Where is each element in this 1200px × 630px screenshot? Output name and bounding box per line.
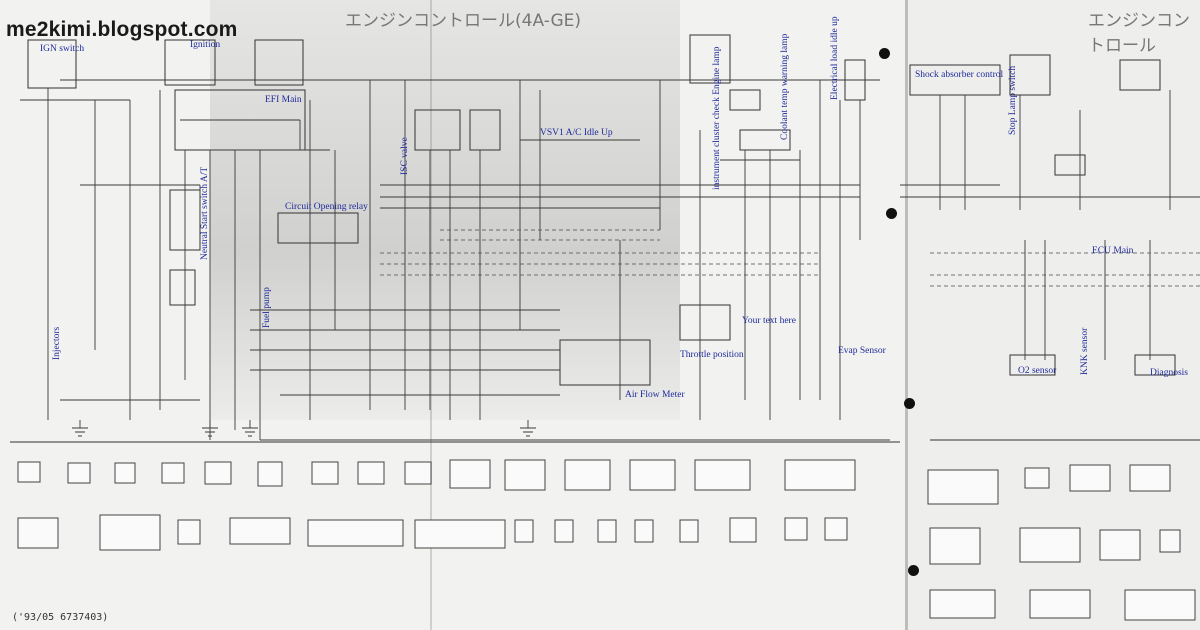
- site-watermark: me2kimi.blogspot.com: [6, 18, 238, 41]
- schematic-sheet-right: [905, 0, 1200, 630]
- label-injectors: Injectors: [52, 326, 62, 360]
- label-your-text: Your text here: [742, 316, 796, 326]
- label-circuit-opening: Circuit Opening relay: [285, 202, 368, 212]
- label-ign-switch: IGN switch: [40, 44, 85, 54]
- label-fuel-pump: Fuel pump: [262, 287, 272, 328]
- connector-icons: [17, 459, 1196, 621]
- binder-hole: [908, 565, 919, 576]
- label-electrical-load: Electrical load idle up: [830, 16, 840, 100]
- paper-fold: [430, 0, 432, 630]
- diagram-title-right: エンジンコントロール: [1088, 11, 1190, 56]
- label-air-flow-meter: Air Flow Meter: [625, 390, 685, 400]
- label-ignition: Ignition: [190, 40, 221, 50]
- paper-fold: [905, 0, 908, 630]
- label-diagnosis: Diagnosis: [1150, 368, 1188, 378]
- binder-hole: [879, 48, 890, 59]
- label-shock-absorber: Shock absorber control: [915, 70, 1004, 80]
- diagram-title-left: エンジンコントロール(4A-GE): [345, 11, 582, 31]
- label-ecu-main: ECU Main: [1092, 246, 1134, 256]
- label-knk-sensor: KNK sensor: [1080, 327, 1090, 375]
- document-footer: ('93/05 6737403): [12, 612, 109, 623]
- label-evap-sensor: Evap Sensor: [838, 346, 886, 356]
- label-isc-valve: ISC valve: [400, 137, 410, 175]
- label-instrument-cluster: instrument cluster check Engine lamp: [712, 46, 722, 190]
- label-o2-sensor: O2 sensor: [1018, 366, 1057, 376]
- label-efi-main: EFI Main: [265, 95, 302, 105]
- label-coolant-temp: Coolant temp warning lamp: [780, 33, 790, 140]
- label-stop-lamp: Stop Lamp switch: [1008, 65, 1018, 135]
- label-neutral-start: Neutral Start switch A/T: [200, 166, 210, 260]
- label-throttle-position: Throttle position: [680, 350, 744, 360]
- binder-hole: [904, 398, 915, 409]
- binder-hole: [886, 208, 897, 219]
- label-vsv1: VSV1 A/C Idle Up: [540, 128, 613, 138]
